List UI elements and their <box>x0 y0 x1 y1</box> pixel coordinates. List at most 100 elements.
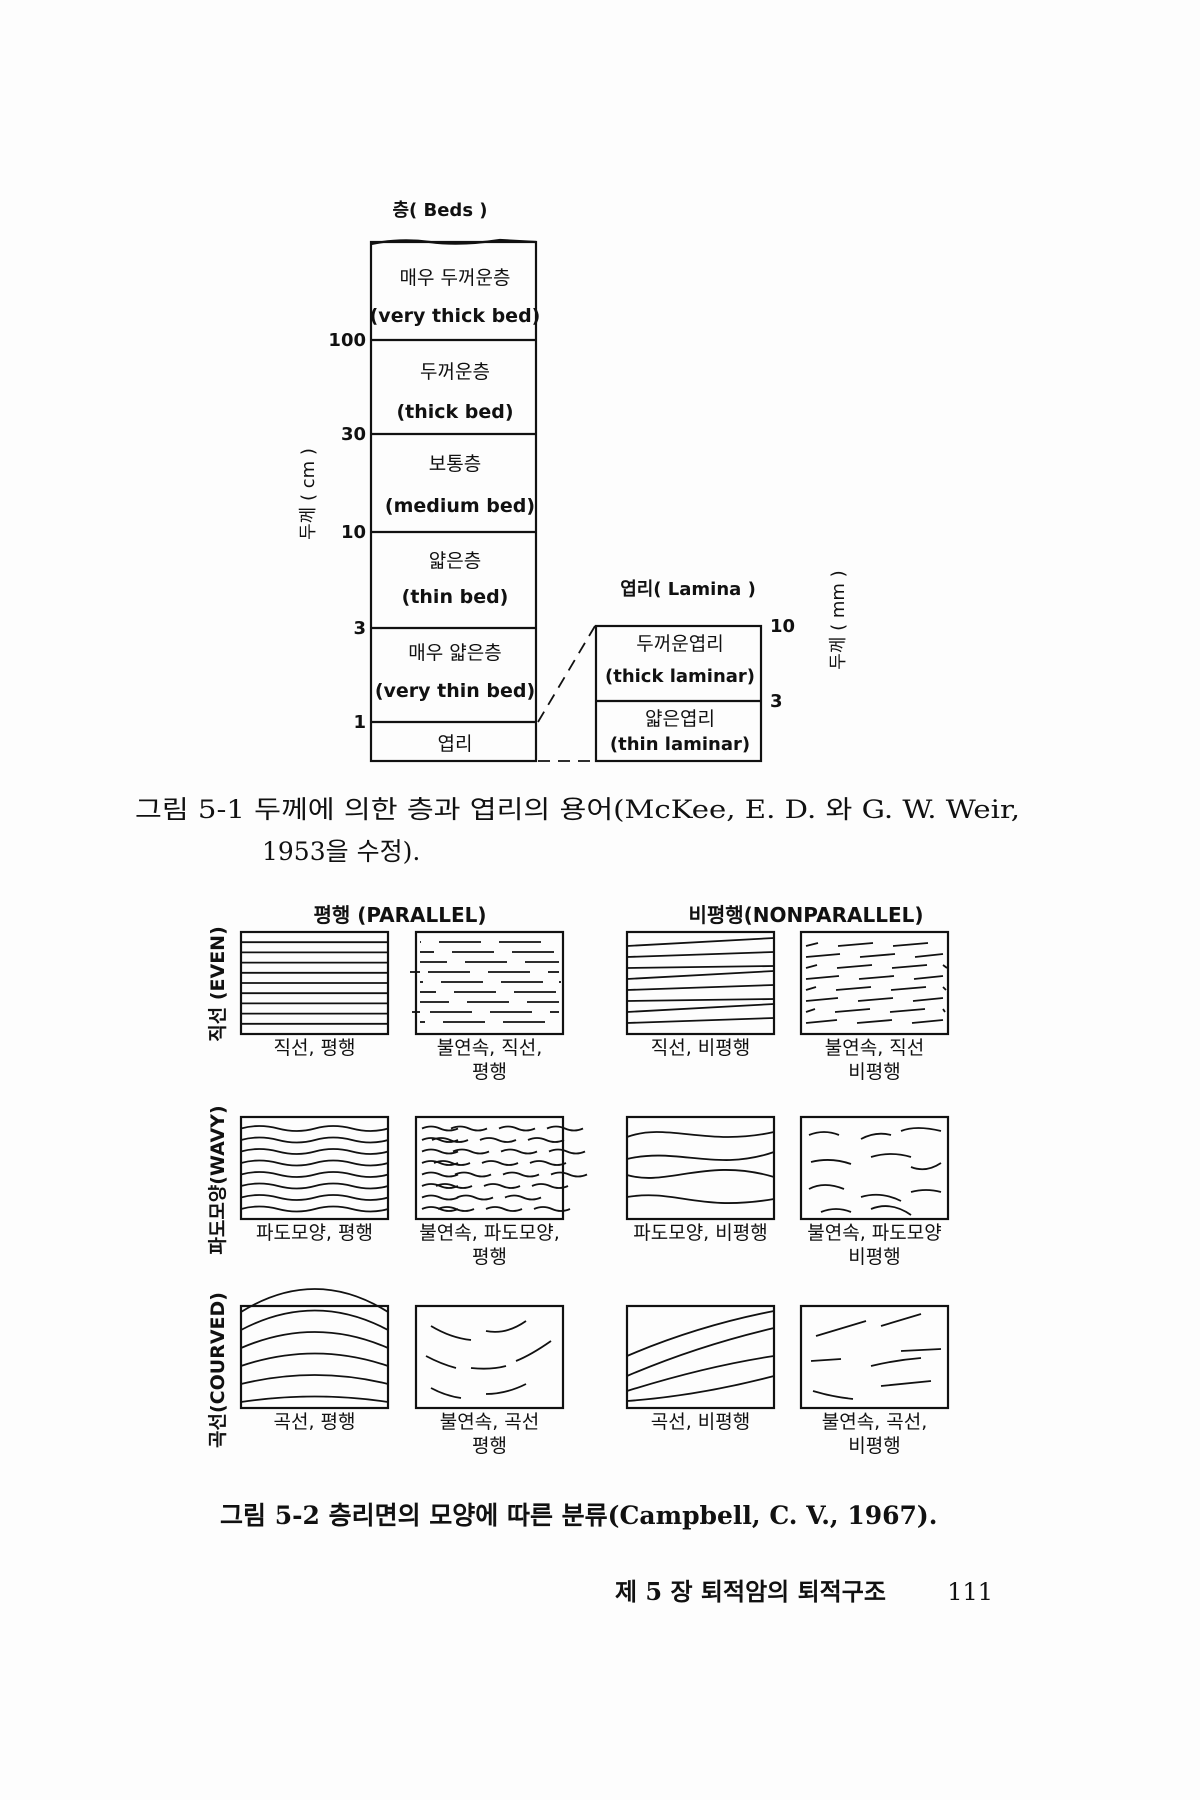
bedding-label: 곡선, 비평행 <box>651 1411 750 1433</box>
bedding-line <box>626 998 775 1002</box>
bedding-line <box>421 1194 459 1201</box>
bedding-line <box>856 1019 893 1024</box>
bedding-line <box>626 1310 775 1357</box>
lamina-label-en: (thick laminar) <box>605 666 755 687</box>
bedding-label: 불연속, 파도모양, <box>419 1222 559 1244</box>
figure-2-caption: 그림 5-2 층리면의 모양에 따른 분류(Campbell, C. V., 1… <box>220 1501 937 1530</box>
bedding-line <box>450 1125 488 1132</box>
bed-label-ko: 두꺼운층 <box>420 361 490 383</box>
tick-label: 100 <box>328 330 366 351</box>
bedding-line <box>808 1184 845 1190</box>
bedding-line <box>910 1162 942 1171</box>
bedding-line <box>626 937 775 947</box>
bedding-label: 비평행 <box>848 1061 900 1083</box>
bed-label-ko: 매우 두꺼운층 <box>400 267 511 289</box>
bedding-line <box>911 1019 944 1024</box>
bedding-line <box>470 1365 507 1370</box>
bedding-line <box>546 1125 584 1132</box>
bedding-pattern-frame <box>625 1115 776 1221</box>
bedding-pattern-frame <box>239 1304 390 1410</box>
bedding-line <box>483 1183 521 1189</box>
bedding-line <box>240 1159 389 1167</box>
bedding-label: 평행 <box>472 1435 507 1457</box>
bed-label-en: (very thick bed) <box>370 305 541 327</box>
bedding-line <box>913 975 944 980</box>
bed-label-ko: 매우 얇은층 <box>408 642 501 664</box>
tick-label: 10 <box>341 522 366 543</box>
bedding-line <box>942 1008 946 1013</box>
bedding-line <box>820 1208 852 1213</box>
bedding-line <box>880 1380 932 1387</box>
bedding-line <box>626 1194 775 1204</box>
bedding-line <box>500 1148 538 1155</box>
bedding-line <box>900 1348 942 1352</box>
bedding-line <box>240 1374 389 1385</box>
bedding-line <box>942 964 948 969</box>
bedding-line <box>240 1288 389 1313</box>
bedding-line <box>815 1320 867 1337</box>
beds-column <box>369 240 538 763</box>
bedding-line <box>515 1340 552 1362</box>
bedding-line <box>240 1309 389 1331</box>
bedding-pattern-frame <box>625 930 776 1036</box>
bedding-pattern-frame <box>799 1304 950 1410</box>
lamina-title: 엽리( Lamina ) <box>620 579 756 600</box>
bedding-line <box>805 964 818 969</box>
bedding-line <box>240 1352 389 1367</box>
tick-label: 3 <box>770 691 783 712</box>
bedding-pattern-frame <box>414 930 565 1036</box>
bedding-line <box>498 1125 536 1132</box>
bedding-cell-curved-nonparallel: 곡선, 비평행 <box>625 1304 776 1433</box>
bedding-line <box>430 1325 472 1341</box>
bedding-label: 불연속, 곡선, <box>822 1411 928 1433</box>
bedding-line <box>454 1171 492 1178</box>
bedding-line <box>812 1390 854 1400</box>
bedding-line <box>504 1194 542 1201</box>
bedding-line <box>837 942 874 947</box>
bedding-cell-wavy-nonparallel: 파도모양, 비평행 <box>625 1115 776 1244</box>
bedding-line <box>805 1019 838 1024</box>
bedding-line <box>910 1189 942 1193</box>
bedding-line <box>890 986 927 991</box>
lamina-label-ko: 두꺼운엽리 <box>636 633 723 655</box>
bedding-line <box>805 997 839 1002</box>
figure-1-caption: 그림 5-1 두께에 의한 층과 엽리의 용어(McKee, E. D. 와 G… <box>135 795 1020 824</box>
bedding-line <box>485 1383 527 1395</box>
bedding-line <box>529 1160 567 1166</box>
bedding-line <box>836 964 873 969</box>
bed-label-ko: 엽리 <box>438 733 473 755</box>
bedding-line <box>900 1127 942 1132</box>
bedding-cell-even-parallel: 직선, 평행 <box>239 930 390 1059</box>
bedding-line <box>481 1160 519 1166</box>
bedding-line <box>626 965 775 969</box>
column-header-parallel: 평행 (PARALLEL) <box>313 903 486 927</box>
bedding-line <box>858 975 895 980</box>
bedding-label: 파도모양, 평행 <box>256 1222 373 1244</box>
figure-1-caption-line2: 1953을 수정). <box>262 837 420 866</box>
bedding-pattern-frame <box>414 1115 565 1221</box>
bedding-line <box>425 1355 457 1369</box>
bedding-cell-discontinuous-wavy-parallel: 불연속, 파도모양,평행 <box>414 1115 588 1268</box>
bedding-line <box>870 1357 922 1367</box>
figure-2: 평행 (PARALLEL) 비평행(NONPARALLEL) 직선 (EVEN)… <box>207 903 950 1530</box>
bedding-label: 불연속, 곡선 <box>440 1411 539 1433</box>
bedding-pattern-frame <box>414 1304 565 1410</box>
bedding-line <box>527 1137 565 1143</box>
column-header-nonparallel: 비평행(NONPARALLEL) <box>688 903 923 927</box>
bedding-line <box>437 1206 475 1212</box>
bedding-line <box>626 1131 775 1138</box>
bedding-line <box>533 1206 571 1212</box>
bedding-line <box>456 1194 494 1201</box>
lamina-label-en: (thin laminar) <box>610 734 750 755</box>
bedding-label: 곡선, 평행 <box>274 1411 356 1433</box>
bedding-label: 불연속, 파도모양 <box>807 1222 941 1244</box>
bedding-line <box>805 986 817 991</box>
bedding-line <box>626 1003 775 1013</box>
bedding-line <box>240 1125 389 1132</box>
bed-label-ko: 얇은층 <box>429 550 481 572</box>
bedding-line <box>626 1355 775 1392</box>
bedding-line <box>485 1320 527 1333</box>
beds-title: 층( Beds ) <box>392 200 487 221</box>
